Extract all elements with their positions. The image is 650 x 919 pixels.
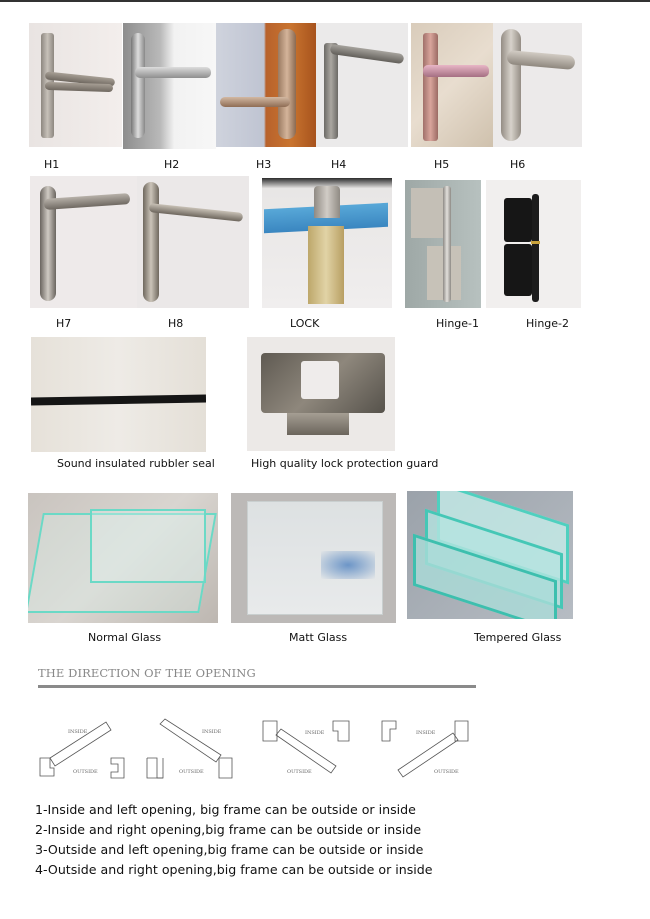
hinge2-leaf-top (504, 198, 532, 242)
caption-normal-glass: Normal Glass (88, 631, 162, 644)
diagram-2-inside-right: INSIDE OUTSIDE (146, 718, 233, 779)
section-title: THE DIRECTION OF THE OPENING (38, 666, 256, 680)
photo-lock-guard (247, 337, 395, 451)
h4-backplate (324, 43, 338, 139)
svg-text:INSIDE: INSIDE (68, 729, 88, 735)
caption-h5: H5 (434, 158, 450, 171)
photo-lock (262, 178, 392, 308)
svg-text:OUTSIDE: OUTSIDE (434, 769, 459, 775)
diagram-1-inside-left: INSIDE OUTSIDE (39, 721, 125, 779)
svg-text:OUTSIDE: OUTSIDE (287, 769, 312, 775)
photo-hinge-1 (405, 180, 481, 308)
svg-text:INSIDE: INSIDE (416, 730, 436, 736)
photo-h5 (411, 23, 493, 147)
caption-h4: H4 (331, 158, 347, 171)
h7-backplate (40, 186, 56, 301)
opening-diagrams: INSIDE OUTSIDE INSIDE OUTSIDE INSIDE OUT… (39, 718, 469, 779)
h5-lever (423, 65, 489, 77)
caption-h7: H7 (56, 317, 72, 330)
caption-lock-guard: High quality lock protection guard (251, 457, 439, 470)
hinge2-leaf-bottom (504, 244, 532, 296)
guard-window (301, 361, 339, 399)
caption-h3: H3 (256, 158, 272, 171)
h4-lever (329, 43, 405, 65)
svg-text:INSIDE: INSIDE (202, 729, 222, 735)
photo-h1 (29, 23, 122, 147)
caption-tempered-glass: Tempered Glass (474, 631, 562, 644)
h1-lever-2 (44, 81, 114, 93)
photo-h6 (493, 23, 582, 147)
caption-rubber-seal: Sound insulated rubbler seal (57, 457, 215, 470)
opening-description-1: 1-Inside and left opening, big frame can… (35, 802, 416, 817)
diagram-4-outside-right: INSIDE OUTSIDE (381, 720, 469, 778)
h8-backplate (143, 182, 159, 302)
photo-normal-glass (28, 493, 218, 623)
photo-h8 (137, 176, 249, 308)
caption-hinge-1: Hinge-1 (436, 317, 480, 330)
lock-body (308, 226, 344, 304)
caption-matt-glass: Matt Glass (289, 631, 348, 644)
h5-backplate (423, 33, 438, 141)
opening-description-3: 3-Outside and left opening,big frame can… (35, 842, 424, 857)
rubber-seal-strip (31, 394, 206, 406)
section-rule (38, 685, 476, 688)
guard-tab (287, 413, 349, 435)
caption-h1: H1 (44, 158, 60, 171)
lock-latch (314, 186, 340, 218)
caption-lock: LOCK (290, 317, 320, 330)
h8-lever (148, 203, 244, 222)
photo-h4 (316, 23, 408, 147)
h3-lever (220, 97, 290, 107)
photo-rubber-seal (31, 337, 206, 452)
diagram-3-outside-left: INSIDE OUTSIDE (262, 720, 350, 775)
h2-lever (135, 67, 211, 78)
top-rule (0, 0, 650, 2)
h2-backplate (131, 33, 145, 138)
opening-description-2: 2-Inside and right opening,big frame can… (35, 822, 422, 837)
hinge2-pin (532, 194, 539, 302)
hinge1-leaf-top (411, 188, 445, 238)
normal-glass-pane-small (90, 509, 206, 583)
caption-hinge-2: Hinge-2 (526, 317, 570, 330)
photo-h2 (123, 23, 216, 149)
photo-tempered-glass (407, 491, 573, 619)
hinge1-pin (443, 186, 451, 302)
h3-backplate (278, 29, 296, 139)
svg-text:INSIDE: INSIDE (305, 730, 325, 736)
photo-h7 (30, 176, 137, 308)
svg-text:OUTSIDE: OUTSIDE (73, 769, 98, 775)
photo-h3 (216, 23, 316, 147)
caption-h6: H6 (510, 158, 526, 171)
svg-text:OUTSIDE: OUTSIDE (179, 769, 204, 775)
caption-h8: H8 (168, 317, 184, 330)
opening-description-4: 4-Outside and right opening,big frame ca… (35, 862, 433, 877)
photo-matt-glass (231, 493, 396, 623)
caption-h2: H2 (164, 158, 180, 171)
hinge2-brass-ring (531, 241, 540, 244)
photo-hinge-2 (486, 180, 581, 308)
matt-glass-blur (321, 551, 375, 579)
h7-lever (43, 193, 131, 210)
h6-backplate (501, 29, 521, 141)
